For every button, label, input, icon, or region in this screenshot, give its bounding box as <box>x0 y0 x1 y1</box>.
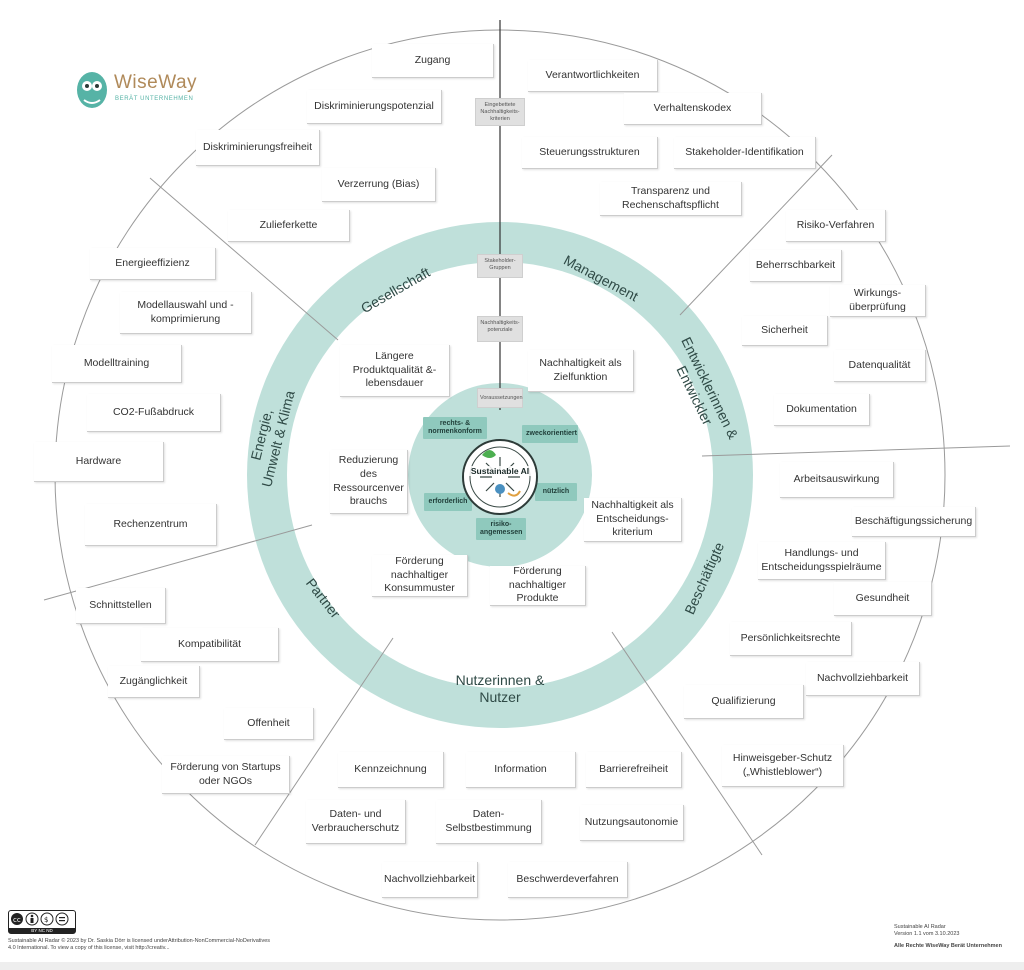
criterion-barriere: Barrierefreiheit <box>586 752 682 788</box>
criterion-verbraucher: Daten- und Verbraucherschutz <box>306 800 406 844</box>
criterion-zuliefer: Zulieferkette <box>228 210 350 242</box>
criterion-autonomie: Nutzungsautonomie <box>580 805 684 841</box>
marker-stakeholder: Stakeholder-Gruppen <box>477 254 523 278</box>
prereq-erforderlich: erforderlich <box>424 493 472 512</box>
criterion-rechenzentrum: Rechenzentrum <box>85 504 217 546</box>
criterion-selbstbest: Daten-Selbstbestimmung <box>436 800 542 844</box>
svg-text:cc: cc <box>13 916 21 924</box>
criterion-startups: Förderung von Startups oder NGOs <box>162 756 290 794</box>
prereq-risiko: risiko-angemessen <box>476 518 526 541</box>
criterion-schnittstellen: Schnittstellen <box>76 588 166 624</box>
criterion-modellauswahl: Modellauswahl und -komprimierung <box>120 292 252 334</box>
criterion-kennzeichnung: Kennzeichnung <box>338 752 444 788</box>
marker-potenziale: Nachhaltigkeits-potenziale <box>477 316 523 342</box>
criterion-persoenlich: Persönlichkeitsrechte <box>730 622 852 656</box>
criterion-arbeit: Arbeitsauswirkung <box>780 462 894 498</box>
potential-zielfunktion: Nachhaltigkeit als Zielfunktion <box>528 350 634 392</box>
criterion-hinweis: Hinweisgeber-Schutz („Whistleblower“) <box>722 745 844 787</box>
potential-entscheidung: Nachhaltigkeit als Entscheidungs-kriteri… <box>584 498 682 542</box>
criterion-quali: Qualifizierung <box>684 685 804 719</box>
potential-produktqualitaet: Längere Produktqualität &-lebensdauer <box>340 345 450 397</box>
criterion-hardware: Hardware <box>34 442 164 482</box>
criterion-handlung: Handlungs- und Entscheidungsspielräume <box>758 542 886 580</box>
sector-dividers <box>43 20 1011 856</box>
criterion-verantwort: Verantwortlichkeiten <box>528 60 658 92</box>
criterion-transparenz: Transparenz und Rechenschaftspflicht <box>600 182 742 216</box>
svg-text:$: $ <box>44 916 48 924</box>
criterion-nachvollz2: Nachvollziehbarkeit <box>382 862 478 898</box>
criterion-steuerung: Steuerungsstrukturen <box>522 137 658 169</box>
logo-name: WiseWay <box>114 72 198 93</box>
criterion-wirkung: Wirkungs-überprüfung <box>830 285 926 317</box>
cc-terms: BY NC ND <box>9 928 75 933</box>
criterion-beschwerde: Beschwerdeverfahren <box>508 862 628 898</box>
criterion-zugang: Zugang <box>372 44 494 78</box>
criterion-energieeff: Energieeffizienz <box>90 248 216 280</box>
footer-version: Version 1.1 vom 3.10.2023 <box>894 931 960 937</box>
criterion-kodex: Verhaltenskodex <box>624 93 762 125</box>
potential-ressourcen: Reduzierung des Ressourcenver brauchs <box>330 450 408 514</box>
marker-eingebettete: Eingebettete Nachhaltigkeits-kriterien <box>475 98 525 126</box>
potential-produkte: Förderung nachhaltiger Produkte <box>490 565 586 606</box>
center-title: Sustainable AI <box>464 466 536 476</box>
criterion-doku: Dokumentation <box>774 394 870 426</box>
cc-license-badge: cc $ BY NC ND <box>8 910 76 934</box>
license-text: Sustainable AI Radar © 2023 by Dr. Saski… <box>8 938 271 952</box>
criterion-nachvollz1: Nachvollziehbarkeit <box>806 662 920 696</box>
footer-rights: Alle Rechte WiseWay Berät Unternehmen <box>894 943 1002 949</box>
criterion-bias: Verzerrung (Bias) <box>322 168 436 202</box>
prereq-zweck: zweckorientiert <box>522 425 578 444</box>
criterion-offenheit: Offenheit <box>224 708 314 740</box>
logo-tagline: BERÄT UNTERNEHMEN <box>115 96 194 102</box>
prereq-rechts: rechts- & normenkonform <box>423 417 487 440</box>
criterion-modelltraining: Modelltraining <box>52 345 182 383</box>
criterion-diskfrei: Diskriminierungsfreiheit <box>196 130 320 166</box>
criterion-kompat: Kompatibilität <box>141 628 279 662</box>
criterion-gesundheit: Gesundheit <box>834 582 932 616</box>
wiseway-logo: WiseWay BERÄT UNTERNEHMEN <box>76 70 216 110</box>
criterion-beherrsch: Beherrschbarkeit <box>750 250 842 282</box>
cc-icons: cc $ <box>11 912 69 926</box>
criterion-zugaenglich: Zugänglichkeit <box>108 666 200 698</box>
owl-icon <box>77 72 107 108</box>
potential-konsum: Förderung nachhaltiger Konsummuster <box>372 555 468 597</box>
sustainable-ai-badge: Sustainable AI <box>462 439 538 515</box>
criterion-datenqual: Datenqualität <box>834 350 926 382</box>
criterion-information: Information <box>466 752 576 788</box>
marker-voraussetzungen: Voraussetzungen <box>477 388 523 408</box>
sector-nutzer: Nutzerinnen & Nutzer <box>455 672 545 705</box>
criterion-beschsich: Beschäftigungssicherung <box>852 507 976 537</box>
criterion-diskpot: Diskriminierungspotenzial <box>307 90 442 124</box>
criterion-stakeid: Stakeholder-Identifikation <box>674 137 816 169</box>
bottom-bar <box>0 962 1024 970</box>
footer-title: Sustainable AI Radar <box>894 924 946 930</box>
criterion-sicherheit: Sicherheit <box>742 316 828 346</box>
prereq-nuetzlich: nützlich <box>535 483 577 502</box>
criterion-co2: CO2-Fußabdruck <box>87 394 221 432</box>
criterion-risiko: Risiko-Verfahren <box>786 210 886 242</box>
circuit-brain-icon <box>469 446 531 508</box>
